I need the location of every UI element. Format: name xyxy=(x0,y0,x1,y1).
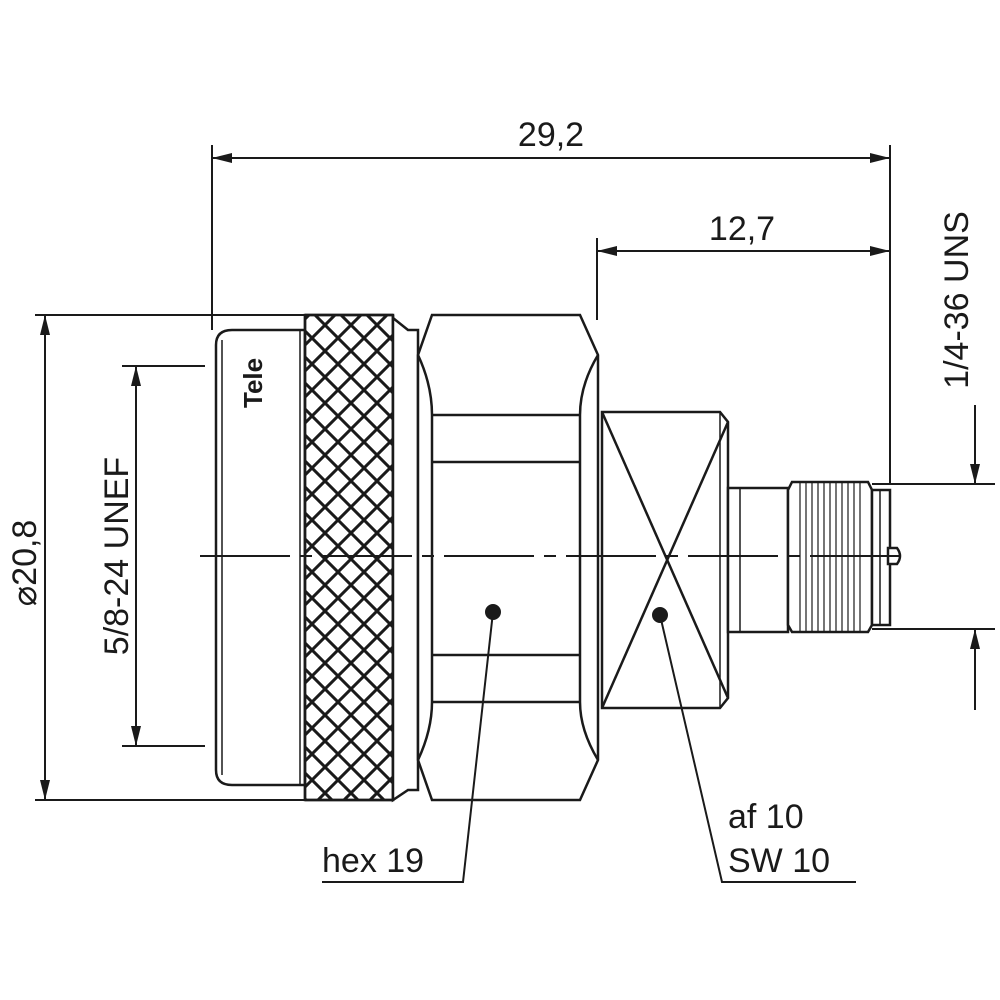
coupling-nut xyxy=(214,328,307,787)
dim-overall-length-label: 29,2 xyxy=(518,116,584,154)
callout-af-label: af 10 xyxy=(728,798,804,836)
dim-rear-thread xyxy=(872,405,995,710)
dim-rear-length-label: 12,7 xyxy=(709,210,775,248)
callout-sw-label: SW 10 xyxy=(728,842,830,880)
dim-front-thread-label: 5/8-24 UNEF xyxy=(98,457,136,655)
dim-overall-length xyxy=(211,145,891,485)
callout-hex xyxy=(322,604,501,883)
knurled-grip xyxy=(303,313,395,802)
dim-front-thread xyxy=(122,365,205,747)
callout-af xyxy=(652,607,856,883)
dim-rear-thread-label: 1/4-36 UNS xyxy=(938,211,976,389)
hex-body xyxy=(416,313,600,802)
callout-hex-label: hex 19 xyxy=(322,842,424,880)
dim-outer-diameter xyxy=(35,314,305,801)
neck xyxy=(391,315,420,803)
dim-outer-diameter-label: ⌀20,8 xyxy=(6,520,44,607)
step-collar xyxy=(726,486,790,634)
svg-text:Tele: Tele xyxy=(238,358,268,408)
dim-rear-length xyxy=(596,238,890,320)
connector-body xyxy=(214,313,902,803)
brand-logo: Tele xyxy=(238,358,268,408)
